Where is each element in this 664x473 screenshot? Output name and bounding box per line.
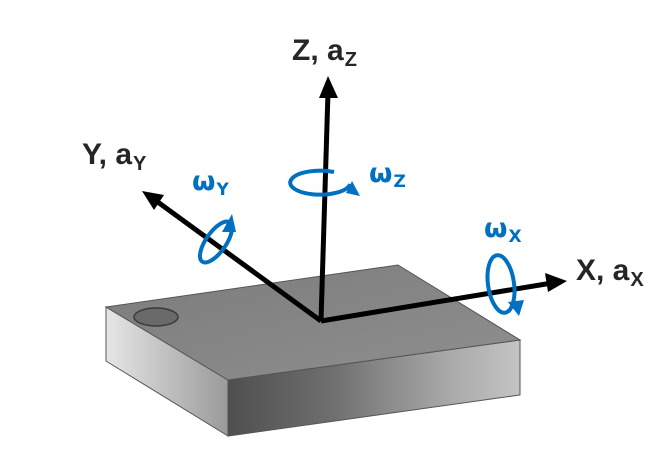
y-axis-label-main: Y, a <box>82 138 133 171</box>
omega-x-label-main: ω <box>484 213 508 244</box>
x-axis-label-sub: X <box>630 269 644 291</box>
rotation-y-arrowhead-icon <box>222 214 236 232</box>
z-axis-label-sub: Z <box>344 49 357 71</box>
z-axis-arrowhead <box>319 76 338 98</box>
y-axis-label: Y, aY <box>82 138 147 175</box>
rotation-x-arrowhead-icon <box>508 300 524 316</box>
omega-y-label: ωY <box>192 168 229 199</box>
x-axis-arrowhead <box>545 273 567 292</box>
rotation-z-arrow <box>288 168 352 197</box>
y-axis-line <box>153 197 323 324</box>
z-axis-label-main: Z, a <box>292 34 344 67</box>
z-axis-label: Z, aZ <box>292 34 357 71</box>
omega-z-label-main: ω <box>369 158 393 189</box>
rotation-z <box>288 168 360 197</box>
sensor-chip <box>104 264 522 437</box>
omega-y-label-main: ω <box>192 166 216 197</box>
omega-x-label: ωX <box>484 215 522 246</box>
rotation-x <box>485 253 524 316</box>
rotation-z-arrowhead-icon <box>346 181 360 196</box>
chip-top-face <box>104 264 522 381</box>
rotation-x-arrow <box>485 253 517 315</box>
omega-y-label-sub: Y <box>216 180 229 200</box>
z-axis-line <box>318 91 331 322</box>
x-axis-label: X, aX <box>576 254 644 291</box>
pin1-marker <box>133 307 179 327</box>
x-axis-label-main: X, a <box>576 254 630 287</box>
y-axis-arrowhead <box>142 191 164 210</box>
rotation-y <box>197 214 236 265</box>
omega-z-label: ωZ <box>369 160 406 191</box>
omega-x-label-sub: X <box>508 227 522 247</box>
omega-z-label-sub: Z <box>393 172 406 192</box>
y-axis-label-sub: Y <box>133 153 147 175</box>
